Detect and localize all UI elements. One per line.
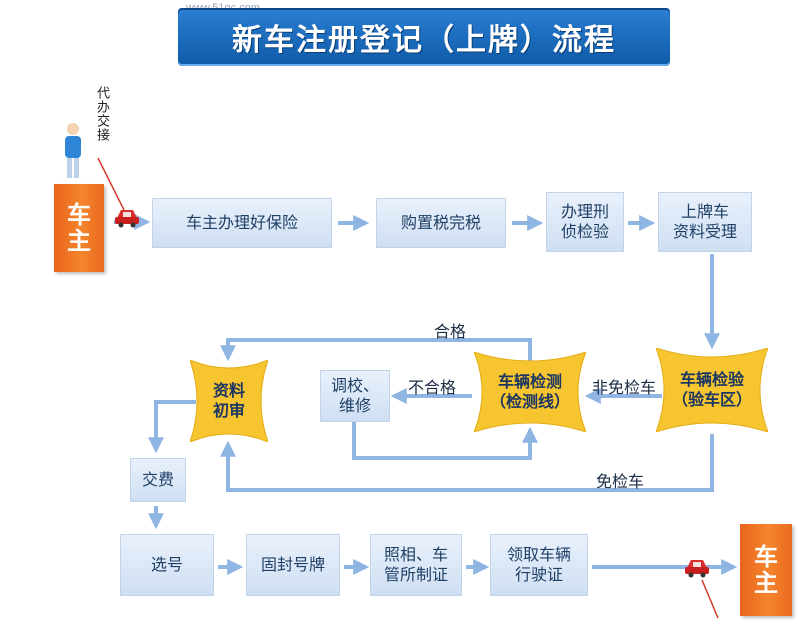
inspection-label: 车辆检验 （验车区） xyxy=(671,370,752,409)
person-icon xyxy=(65,123,81,178)
agent-handover-label: 代办交接 xyxy=(94,86,109,142)
star-shape xyxy=(656,348,768,432)
label-not-exempt: 非免检车 xyxy=(592,378,657,397)
car-icon xyxy=(115,210,139,228)
step-initial-review: 资料 初审 xyxy=(190,360,268,442)
step-fix-plate: 固封号牌 xyxy=(246,534,340,596)
star-shape xyxy=(474,352,586,432)
review-label: 资料 初审 xyxy=(212,381,245,420)
step-accept-docs: 上牌车 资料受理 xyxy=(658,192,752,252)
agent-pointer-line xyxy=(97,157,125,211)
page-title: 新车注册登记（上牌）流程 xyxy=(178,8,670,66)
star-shape xyxy=(190,360,268,442)
arrow-pass-to-review xyxy=(220,338,532,362)
step-purchase-tax: 购置税完税 xyxy=(376,198,506,248)
line-test-label: 车辆检测 （检测线） xyxy=(489,372,570,411)
step-line-test: 车辆检测 （检测线） xyxy=(474,352,586,432)
label-pass: 合格 xyxy=(434,322,467,341)
step-criminal-check: 办理刑 侦检验 xyxy=(546,192,624,252)
owner-end: 车 主 xyxy=(740,524,792,616)
step-vehicle-inspection: 车辆检验 （验车区） xyxy=(656,348,768,432)
step-fee: 交费 xyxy=(130,458,186,502)
car-icon-right xyxy=(685,560,709,578)
owner-start: 车 主 xyxy=(54,184,104,272)
arrow-repair-to-linetest xyxy=(352,422,538,460)
arrow-review-to-fee xyxy=(148,400,196,454)
step-insurance: 车主办理好保险 xyxy=(152,198,332,248)
owner-pointer-line xyxy=(701,579,719,619)
label-fail: 不合格 xyxy=(408,378,457,397)
label-exempt: 免检车 xyxy=(596,472,645,491)
step-get-license: 领取车辆 行驶证 xyxy=(490,534,588,596)
step-photo-certificate: 照相、车 管所制证 xyxy=(370,534,462,596)
step-select-number: 选号 xyxy=(120,534,214,596)
step-repair: 调校、 维修 xyxy=(320,370,390,422)
arrow-exempt-to-review xyxy=(220,434,714,492)
